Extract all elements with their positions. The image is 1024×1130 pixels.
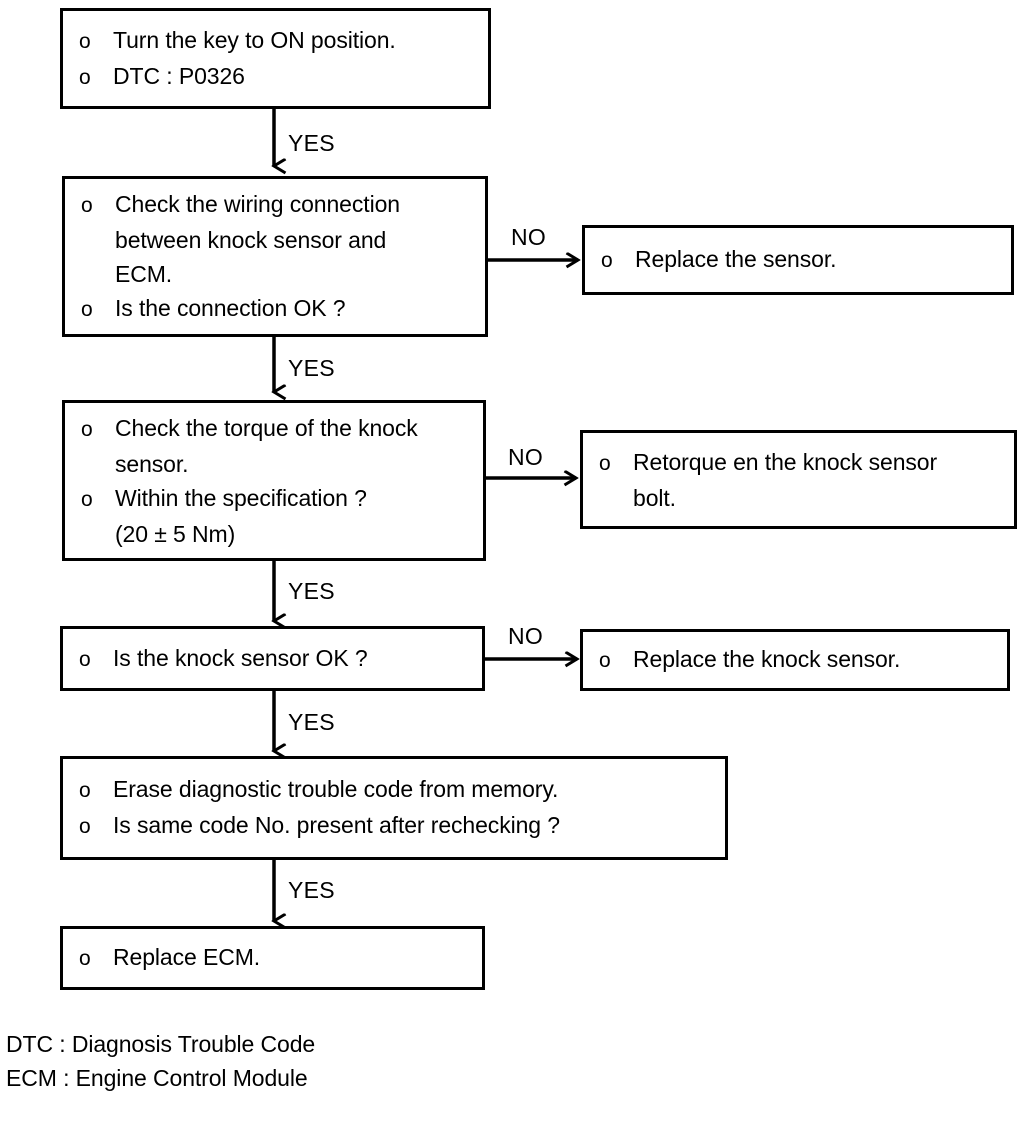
continuation-line: sensor. bbox=[115, 450, 189, 477]
flow-node-erase-dtc: o Erase diagnostic trouble code from mem… bbox=[60, 756, 728, 860]
bullet-text: Retorque en the knock sensor bbox=[633, 448, 938, 475]
bullet-line: o DTC : P0326 bbox=[79, 59, 488, 95]
bullet-line: o Turn the key to ON position. bbox=[79, 23, 488, 59]
bullet-marker: o bbox=[79, 779, 91, 802]
bullet-marker: o bbox=[599, 649, 611, 672]
bullet-line: o Replace the knock sensor. bbox=[599, 642, 1007, 678]
bullet-text: Is the knock sensor OK ? bbox=[113, 644, 368, 671]
bullet-line: o Is the knock sensor OK ? bbox=[79, 641, 482, 677]
bullet-marker: o bbox=[601, 249, 613, 272]
bullet-text: Check the torque of the knock bbox=[115, 414, 418, 441]
continuation-line: between knock sensor and bbox=[115, 226, 387, 253]
edge-label-yes-n3-n4: YES bbox=[288, 578, 335, 604]
flow-node-replace-knock-sensor: o Replace the knock sensor. bbox=[580, 629, 1010, 691]
bullet-text: Replace ECM. bbox=[113, 944, 261, 970]
bullet-line: o Check the torque of the knock bbox=[81, 411, 483, 447]
flow-node-replace-sensor: o Replace the sensor. bbox=[582, 225, 1014, 295]
bullet-line: o Is the connection OK ? bbox=[81, 291, 485, 327]
flow-node-sensor-ok: o Is the knock sensor OK ? bbox=[60, 626, 485, 691]
bullet-line: o Replace the sensor. bbox=[601, 242, 1011, 278]
bullet-line: o Retorque en the knock sensor bbox=[599, 445, 1014, 481]
flow-node-start: o Turn the key to ON position. o DTC : P… bbox=[60, 8, 491, 109]
bullet-text: Replace the knock sensor. bbox=[633, 646, 901, 672]
bullet-marker: o bbox=[81, 193, 93, 217]
legend-dtc: DTC : Diagnosis Trouble Code bbox=[6, 1031, 316, 1057]
legend-ecm: ECM : Engine Control Module bbox=[6, 1065, 308, 1091]
bullet-marker: o bbox=[79, 29, 91, 53]
bullet-line: o Within the specification ? bbox=[81, 481, 483, 517]
bullet-line: o Is same code No. present after recheck… bbox=[79, 808, 725, 844]
bullet-marker: o bbox=[81, 417, 93, 441]
bullet-marker: o bbox=[79, 65, 91, 89]
flow-node-check-torque: o Check the torque of the knock sensor. … bbox=[62, 400, 486, 561]
continuation-line: (20 ± 5 Nm) bbox=[115, 520, 236, 547]
bullet-line: o Check the wiring connection bbox=[81, 187, 485, 223]
bullet-marker: o bbox=[79, 815, 91, 838]
edge-label-yes-n2-n3: YES bbox=[288, 355, 335, 381]
bullet-text: Turn the key to ON position. bbox=[113, 26, 396, 53]
bullet-text: Erase diagnostic trouble code from memor… bbox=[113, 776, 559, 802]
bullet-line: o Erase diagnostic trouble code from mem… bbox=[79, 772, 725, 808]
edge-label-yes-n1-n2: YES bbox=[288, 130, 335, 156]
bullet-marker: o bbox=[81, 297, 93, 321]
edge-label-no-n2-r1: NO bbox=[511, 224, 547, 250]
edge-label-yes-n5-n6: YES bbox=[288, 877, 335, 903]
flow-node-replace-ecm: o Replace ECM. bbox=[60, 926, 485, 990]
bullet-marker: o bbox=[81, 487, 93, 511]
edge-label-no-n3-r2: NO bbox=[508, 444, 544, 470]
continuation-line: bolt. bbox=[633, 484, 676, 511]
bullet-marker: o bbox=[599, 451, 611, 475]
bullet-marker: o bbox=[79, 947, 91, 970]
bullet-text: Check the wiring connection bbox=[115, 190, 400, 217]
bullet-text: Is same code No. present after recheckin… bbox=[113, 812, 560, 838]
edge-label-yes-n4-n5: YES bbox=[288, 709, 335, 735]
continuation-line: ECM. bbox=[115, 260, 173, 287]
bullet-text: Is the connection OK ? bbox=[115, 294, 346, 321]
edge-label-no-n4-r3: NO bbox=[508, 623, 544, 649]
bullet-marker: o bbox=[79, 647, 91, 671]
flow-node-check-wiring: o Check the wiring connection between kn… bbox=[62, 176, 488, 337]
bullet-text: Within the specification ? bbox=[115, 484, 367, 511]
flow-node-retorque-bolt: o Retorque en the knock sensor bolt. bbox=[580, 430, 1017, 529]
bullet-text: Replace the sensor. bbox=[635, 246, 837, 272]
bullet-line: o Replace ECM. bbox=[79, 940, 482, 976]
bullet-text: DTC : P0326 bbox=[113, 62, 245, 89]
